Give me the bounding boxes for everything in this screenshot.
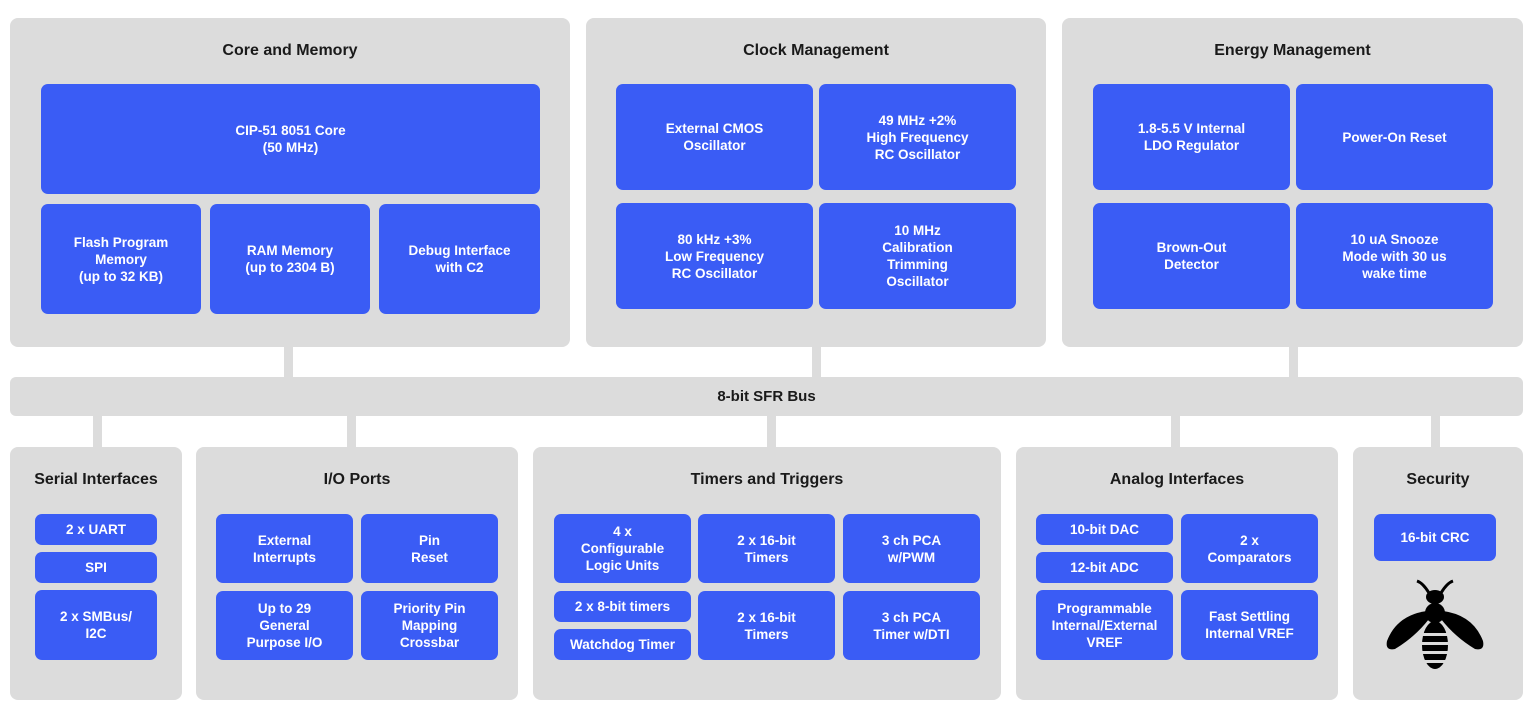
connector-bus-io [347, 415, 356, 448]
panel-title: I/O Ports [323, 471, 391, 488]
block-16bit-timers-a: 2 x 16-bit Timers [698, 514, 835, 583]
panel-clock-management: Clock Management External CMOS Oscillato… [586, 18, 1046, 347]
block-flash-memory: Flash Program Memory (up to 32 KB) [41, 204, 201, 314]
block-programmable-vref: Programmable Internal/External VREF [1036, 590, 1173, 660]
block-ldo-regulator: 1.8-5.5 V Internal LDO Regulator [1093, 84, 1290, 190]
block-debug-interface: Debug Interface with C2 [379, 204, 540, 314]
block-lf-rc-oscillator: 80 kHz +3% Low Frequency RC Oscillator [616, 203, 813, 309]
block-crc: 16-bit CRC [1374, 514, 1496, 561]
block-ram-memory: RAM Memory (up to 2304 B) [210, 204, 370, 314]
panel-title: Security [1406, 471, 1470, 488]
block-pin-reset: Pin Reset [361, 514, 498, 583]
block-8bit-timers: 2 x 8-bit timers [554, 591, 691, 622]
connector-clock-bus [812, 346, 821, 378]
panel-title: Core and Memory [222, 42, 358, 59]
block-hf-rc-oscillator: 49 MHz +2% High Frequency RC Oscillator [819, 84, 1016, 190]
panel-title: Energy Management [1214, 42, 1371, 59]
block-pca-dti: 3 ch PCA Timer w/DTI [843, 591, 980, 660]
block-comparators: 2 x Comparators [1181, 514, 1318, 583]
connector-bus-serial [93, 415, 102, 448]
block-external-cmos-oscillator: External CMOS Oscillator [616, 84, 813, 190]
block-pca-pwm: 3 ch PCA w/PWM [843, 514, 980, 583]
panel-serial-interfaces: Serial Interfaces 2 x UART SPI 2 x SMBus… [10, 447, 182, 700]
block-priority-pin-crossbar: Priority Pin Mapping Crossbar [361, 591, 498, 660]
panel-title: Clock Management [743, 42, 889, 59]
block-adc: 12-bit ADC [1036, 552, 1173, 583]
connector-bus-security [1431, 415, 1440, 448]
block-calibration-oscillator: 10 MHz Calibration Trimming Oscillator [819, 203, 1016, 309]
connector-energy-bus [1289, 346, 1298, 378]
block-configurable-logic-units: 4 x Configurable Logic Units [554, 514, 691, 583]
connector-bus-timers [767, 415, 776, 448]
panel-timers-triggers: Timers and Triggers 4 x Configurable Log… [533, 447, 1001, 700]
block-cpu-core: CIP-51 8051 Core (50 MHz) [41, 84, 540, 194]
block-smbus-i2c: 2 x SMBus/ I2C [35, 590, 157, 660]
block-fast-settling-vref: Fast Settling Internal VREF [1181, 590, 1318, 660]
block-dac: 10-bit DAC [1036, 514, 1173, 545]
panel-security: Security 16-bit CRC [1353, 447, 1523, 700]
block-snooze-mode: 10 uA Snooze Mode with 30 us wake time [1296, 203, 1493, 309]
block-uart: 2 x UART [35, 514, 157, 545]
block-16bit-timers-b: 2 x 16-bit Timers [698, 591, 835, 660]
bee-icon [1383, 579, 1487, 679]
panel-energy-management: Energy Management 1.8-5.5 V Internal LDO… [1062, 18, 1523, 347]
panel-title: Analog Interfaces [1109, 471, 1245, 488]
sfr-bus: 8-bit SFR Bus [10, 377, 1523, 416]
block-power-on-reset: Power-On Reset [1296, 84, 1493, 190]
panel-title: Timers and Triggers [690, 471, 844, 488]
connector-core-bus [284, 346, 293, 378]
block-watchdog-timer: Watchdog Timer [554, 629, 691, 660]
block-external-interrupts: External Interrupts [216, 514, 353, 583]
block-spi: SPI [35, 552, 157, 583]
connector-bus-analog [1171, 415, 1180, 448]
panel-io-ports: I/O Ports External Interrupts Pin Reset … [196, 447, 518, 700]
panel-analog-interfaces: Analog Interfaces 10-bit DAC 2 x Compara… [1016, 447, 1338, 700]
block-general-purpose-io: Up to 29 General Purpose I/O [216, 591, 353, 660]
panel-core-memory: Core and Memory CIP-51 8051 Core (50 MHz… [10, 18, 570, 347]
block-brown-out-detector: Brown-Out Detector [1093, 203, 1290, 309]
panel-title: Serial Interfaces [34, 471, 158, 488]
